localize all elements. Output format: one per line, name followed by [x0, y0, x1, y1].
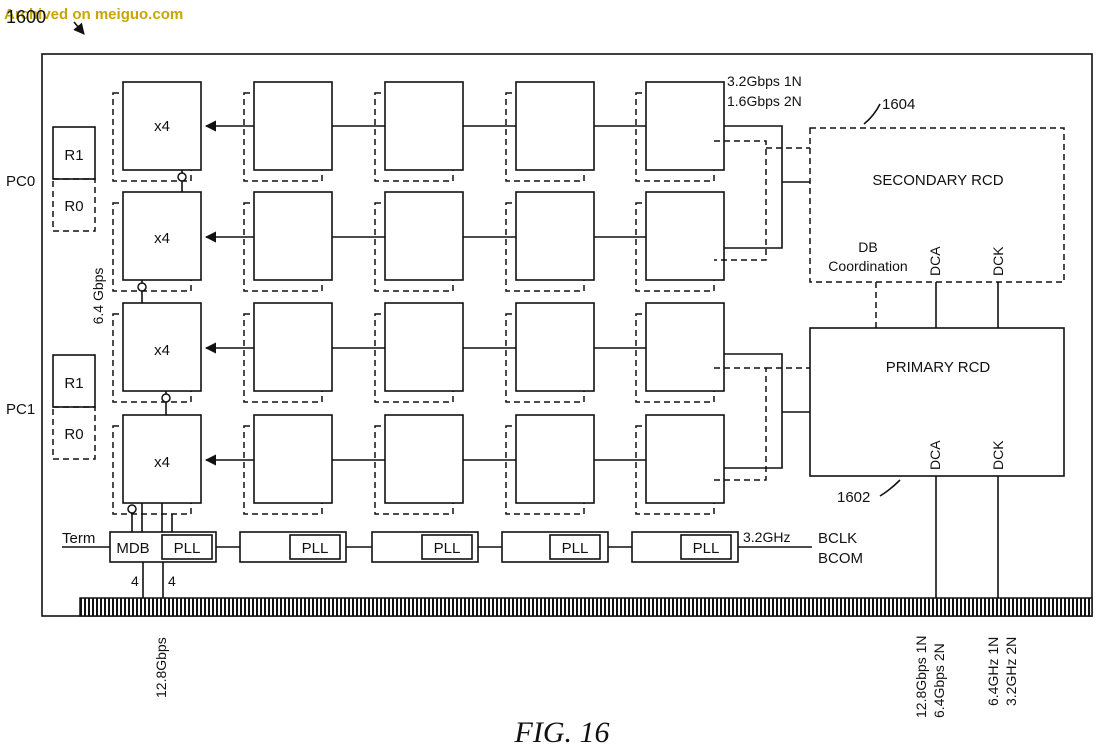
rank-group-pc0: R1 R0 PC0	[6, 126, 96, 232]
dram-chip-x4	[122, 191, 202, 281]
dram-chip	[253, 414, 333, 504]
dram-chip	[515, 414, 595, 504]
primary-rcd-label: PRIMARY RCD	[886, 359, 991, 376]
edge-connector	[79, 597, 1093, 617]
dram-chip	[515, 81, 595, 171]
pll-label: PLL	[302, 540, 329, 557]
channel-pc0-label: PC0	[6, 173, 35, 190]
pll-box	[549, 534, 601, 560]
bclk-label: BCLK	[818, 530, 857, 547]
rank-r1-box	[52, 126, 96, 180]
primary-rcd-box	[809, 327, 1065, 477]
dram-chip-x4	[122, 81, 202, 171]
primary-ref-leader	[879, 479, 901, 497]
term-label: Term	[62, 530, 95, 547]
ca-fanout-secondary	[714, 125, 810, 261]
dram-chip	[384, 191, 464, 281]
channel-pc1-label: PC1	[6, 401, 35, 418]
pll-label: PLL	[174, 540, 201, 557]
pll-label: PLL	[434, 540, 461, 557]
pll-box	[289, 534, 341, 560]
dram-row-3: x4	[112, 414, 725, 515]
rate-6-4-gbps-label: 6.4 Gbps	[90, 268, 106, 325]
dram-chip	[253, 191, 333, 281]
db-coordination-label-1: DB	[858, 239, 877, 255]
dram-chip	[253, 81, 333, 171]
figure-caption: FIG. 16	[514, 716, 610, 748]
secondary-dca-label: DCA	[927, 246, 943, 276]
bcom-label: BCOM	[818, 550, 863, 567]
dca-rate-1n-label: 12.8Gbps 1N	[913, 636, 929, 719]
dram-chip	[384, 81, 464, 171]
bus-width-label: 4	[168, 573, 176, 589]
pll-box	[161, 534, 213, 560]
rank-r0-label: R0	[64, 198, 83, 215]
secondary-rcd-label: SECONDARY RCD	[872, 172, 1003, 189]
watermark: Archived on meiguo.com	[4, 6, 183, 23]
data-buffer-row: Term MDB PLL PLL PLL PLL PLL 3.2GHz BCLK…	[62, 503, 863, 598]
rank-r0-box	[52, 178, 96, 232]
dck-rate-2n-label: 3.2GHz 2N	[1003, 637, 1019, 706]
dram-chip	[384, 414, 464, 504]
chip-stack-links	[127, 170, 187, 532]
rate-12-8-gbps-label: 12.8Gbps	[153, 637, 169, 698]
dck-rate-1n-label: 6.4GHz 1N	[985, 637, 1001, 706]
chip-label: x4	[154, 454, 170, 471]
dram-chip-x4	[122, 302, 202, 392]
pll-label: PLL	[693, 540, 720, 557]
mdb-label: MDB	[116, 540, 149, 557]
chip-label: x4	[154, 230, 170, 247]
freq-3-2ghz-label: 3.2GHz	[743, 529, 790, 545]
ca-fanout-primary	[714, 353, 810, 481]
rank-r0-label: R0	[64, 426, 83, 443]
secondary-rcd: SECONDARY RCD DB Coordination DCA DCK	[809, 127, 1065, 283]
secondary-ref-leader	[863, 103, 881, 125]
dram-chip	[645, 302, 725, 392]
rank-r1-label: R1	[64, 375, 83, 392]
pll-label: PLL	[562, 540, 589, 557]
dram-row-1: x4	[112, 191, 725, 292]
rank-r1-label: R1	[64, 147, 83, 164]
rank-group-pc1: R1 R0 PC1	[6, 354, 96, 460]
primary-dca-label: DCA	[927, 440, 943, 470]
primary-rcd: PRIMARY RCD DCA DCK	[809, 327, 1065, 477]
secondary-rcd-box	[809, 127, 1065, 283]
secondary-rcd-ref: 1604	[882, 96, 915, 113]
dram-chip	[253, 302, 333, 392]
pll-box	[680, 534, 732, 560]
dram-chip	[645, 414, 725, 504]
rank-r0-box	[52, 406, 96, 460]
primary-dck-label: DCK	[990, 440, 1006, 470]
db-coordination-label-2: Coordination	[828, 258, 907, 274]
dram-row-0: x4	[112, 81, 725, 182]
chip-label: x4	[154, 342, 170, 359]
dram-chip	[515, 302, 595, 392]
dram-chip	[645, 81, 725, 171]
module-ref-label: 1600	[6, 7, 46, 27]
dram-chip	[384, 302, 464, 392]
dram-chip	[515, 191, 595, 281]
pll-box	[421, 534, 473, 560]
primary-rcd-ref: 1602	[837, 489, 870, 506]
secondary-dck-label: DCK	[990, 246, 1006, 276]
top-rate-1n-label: 3.2Gbps 1N	[727, 73, 802, 89]
chip-label: x4	[154, 118, 170, 135]
top-rate-2n-label: 1.6Gbps 2N	[727, 93, 802, 109]
dram-chip	[645, 191, 725, 281]
dca-rate-2n-label: 6.4Gbps 2N	[931, 643, 947, 718]
module-ref-arrow	[73, 21, 85, 35]
bus-width-label: 4	[131, 573, 139, 589]
dram-row-2: x4	[112, 302, 725, 403]
